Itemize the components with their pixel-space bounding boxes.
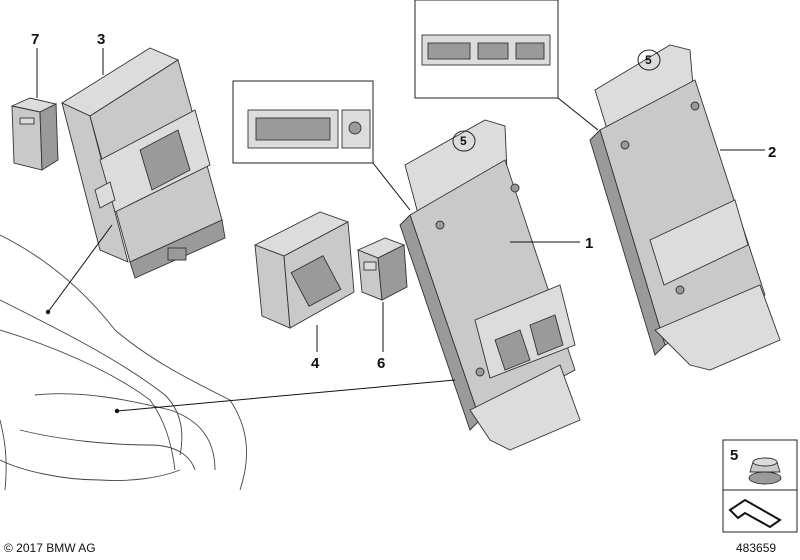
screw-icon bbox=[510, 183, 520, 193]
callout-2: 2 bbox=[768, 144, 776, 161]
part-1-main-unit[interactable] bbox=[399, 119, 581, 451]
part-4-module[interactable] bbox=[253, 211, 355, 329]
screw-icon bbox=[475, 367, 485, 377]
legend-part-5: 5 bbox=[722, 439, 798, 491]
callout-4: 4 bbox=[311, 355, 320, 372]
screw-icon bbox=[690, 101, 700, 111]
direction-arrow-icon bbox=[728, 498, 782, 529]
vehicle-outline bbox=[0, 234, 248, 491]
callout-5-circle-a: 5 bbox=[452, 130, 476, 152]
copyright-text: © 2017 BMW AG bbox=[4, 541, 96, 555]
screw-icon bbox=[620, 140, 630, 150]
diagram-number: 483659 bbox=[736, 541, 776, 555]
part-6-connector[interactable] bbox=[356, 237, 408, 301]
connector-detail-inset-2 bbox=[414, 0, 559, 99]
legend-5-label: 5 bbox=[730, 447, 738, 464]
callout-5-circle-b: 5 bbox=[637, 49, 661, 71]
nut-icon bbox=[748, 457, 782, 485]
connector-detail-inset-1 bbox=[232, 80, 374, 164]
legend-arrow-box bbox=[722, 489, 798, 533]
callout-7: 7 bbox=[31, 31, 39, 48]
screw-icon bbox=[435, 220, 445, 230]
callout-1: 1 bbox=[585, 235, 593, 252]
part-7-connector[interactable] bbox=[10, 97, 59, 171]
part-3-control-unit[interactable] bbox=[61, 47, 226, 279]
screw-icon bbox=[675, 285, 685, 295]
leader-lines bbox=[36, 48, 765, 412]
callout-6: 6 bbox=[377, 355, 385, 372]
callout-5-b: 5 bbox=[645, 53, 652, 67]
part-2-second-unit[interactable] bbox=[589, 44, 781, 371]
callout-3: 3 bbox=[97, 31, 105, 48]
callout-5-a: 5 bbox=[460, 134, 467, 148]
